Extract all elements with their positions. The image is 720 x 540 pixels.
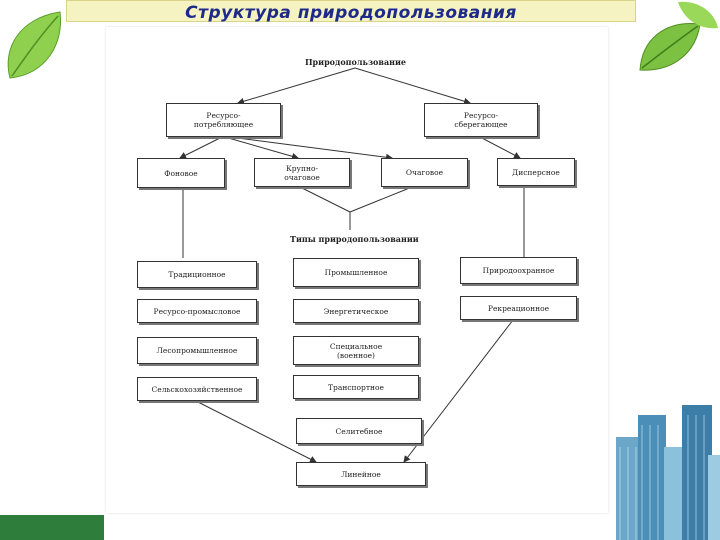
city-buildings-icon (616, 405, 720, 540)
types-heading: Типы природопользовании (290, 234, 419, 244)
node-dispersed: Дисперсное (497, 158, 575, 186)
node-transport: Транспортное (293, 375, 419, 399)
node-industrial: Промышленное (293, 258, 419, 287)
node-background: Фоновое (137, 158, 225, 188)
node-resource-saving: Ресурсо- сберегающее (424, 103, 538, 137)
edge-recreation-linear (403, 319, 514, 463)
node-energy: Энергетическое (293, 299, 419, 323)
edge-root-saving (354, 67, 471, 105)
edge-large-focal-types (299, 186, 351, 213)
node-linear: Линейное (296, 462, 426, 486)
node-focal: Очаговое (381, 158, 468, 187)
edge-consuming-focal (229, 136, 393, 161)
node-resource-consuming: Ресурсо- потребляющее (166, 103, 281, 137)
edge-consuming-large-focal (224, 136, 299, 160)
node-resource-fishing: Ресурсо-промысловое (137, 299, 257, 323)
node-nature-protection: Природоохранное (460, 257, 577, 284)
node-large-focal: Крупно- очаговое (254, 158, 350, 187)
edge-saving-dispersed (479, 136, 521, 159)
slide-title: Структура природопользования (185, 3, 517, 23)
edge-focal-types (349, 186, 413, 213)
title-bar: Структура природопользования (66, 0, 636, 23)
edge-root-consuming (237, 67, 356, 105)
node-agricultural: Сельскохозяйственное (137, 377, 257, 401)
edge-consuming-background (179, 136, 223, 159)
bottom-left-bar (0, 515, 104, 540)
node-root: Природопользование (305, 57, 407, 67)
leaf-top-right-icon (639, 1, 718, 71)
node-timber-industry: Лесопромышленное (137, 337, 257, 364)
node-special-military: Специальное (военное) (293, 336, 419, 365)
node-traditional: Традиционное (137, 261, 257, 288)
node-residential: Селитебное (296, 418, 422, 444)
node-recreational: Рекреационное (460, 296, 577, 320)
edge-agri-linear (195, 400, 317, 463)
leaf-top-left-icon (7, 11, 62, 79)
